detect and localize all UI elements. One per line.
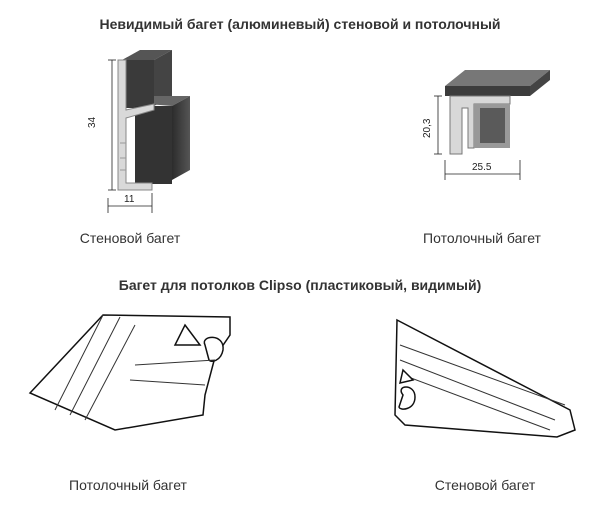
wall-width-dim: 11 bbox=[124, 194, 135, 205]
clipso-ceiling-baguette-drawing bbox=[28, 314, 231, 431]
caption-ceiling-aluminum: Потолочный багет bbox=[423, 230, 541, 246]
caption-wall-clipso: Стеновой багет bbox=[434, 477, 536, 493]
clipso-wall-baguette-drawing bbox=[394, 318, 576, 438]
caption-ceiling-clipso: Потолочный багет bbox=[69, 477, 187, 493]
wall-aluminum-baguette-drawing: 34 11 bbox=[87, 50, 190, 213]
ceiling-aluminum-baguette-drawing: 20,3 25.5 bbox=[422, 70, 550, 180]
section-title-aluminum: Невидимый багет (алюминевый) стеновой и … bbox=[99, 16, 501, 32]
ceiling-width-dim: 25.5 bbox=[472, 162, 492, 173]
wall-height-dim: 34 bbox=[87, 116, 98, 128]
caption-wall-aluminum: Стеновой багет bbox=[79, 230, 181, 246]
section-title-clipso: Багет для потолков Clipso (пластиковый, … bbox=[118, 277, 482, 293]
ceiling-height-dim: 20,3 bbox=[422, 118, 433, 138]
